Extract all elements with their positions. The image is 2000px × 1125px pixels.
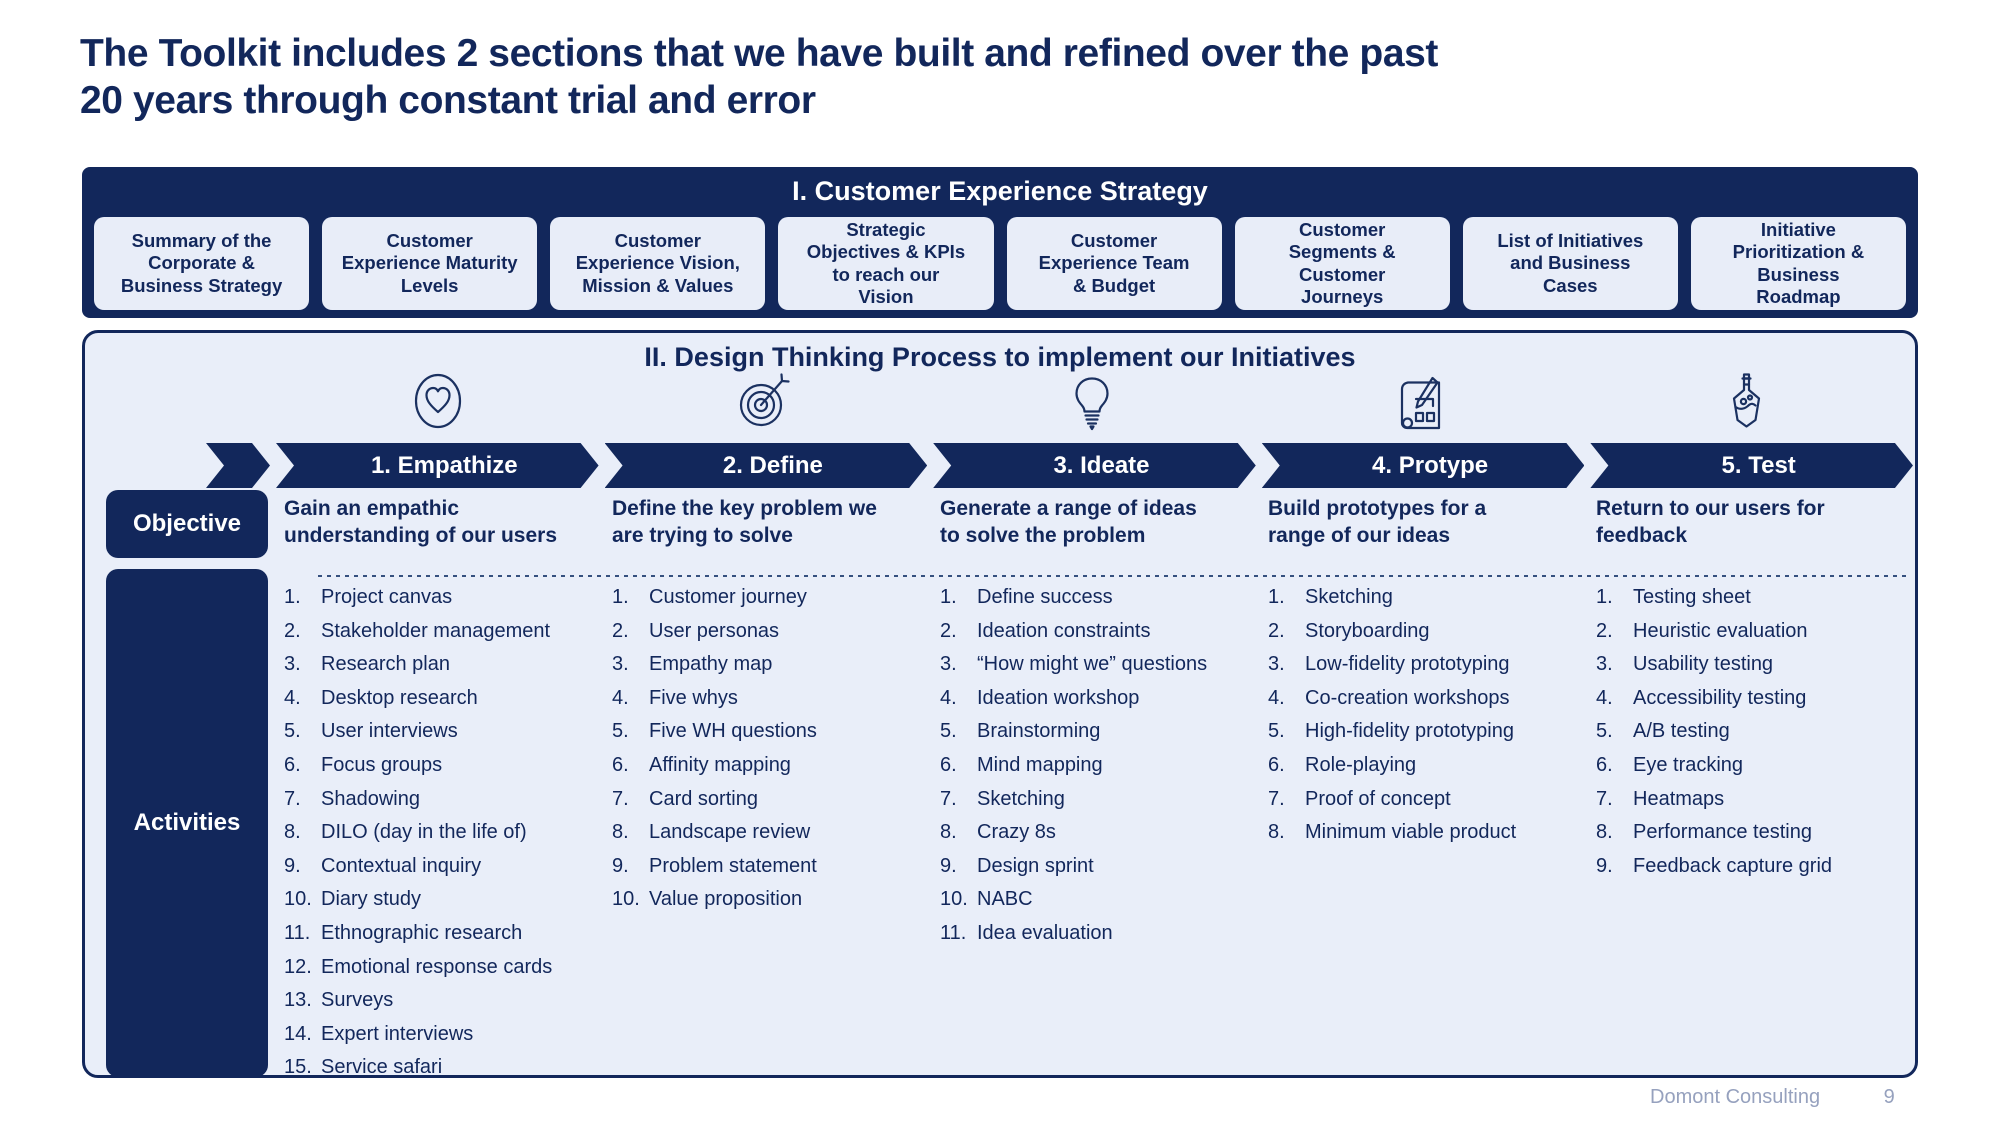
strategy-box-vision: Customer Experience Vision, Mission & Va… — [550, 217, 766, 310]
strategy-box-team: Customer Experience Team & Budget — [1006, 217, 1222, 310]
activity-item: 2.User personas — [612, 619, 780, 642]
activity-item: 6.Focus groups — [284, 753, 443, 776]
activity-item: 9.Design sprint — [940, 854, 1094, 877]
activity-item: 9.Contextual inquiry — [284, 854, 482, 877]
activity-item: 5.High-fidelity prototyping — [1268, 720, 1514, 743]
phase-band: 1. Empathize 2. Define 3. Ideate 4. Prot… — [206, 443, 1913, 488]
activity-item: 10.NABC — [940, 888, 1033, 911]
activity-item: 4.Ideation workshop — [940, 686, 1140, 709]
activity-item: 5.User interviews — [284, 720, 458, 743]
phase-protype: 4. Protype — [1262, 443, 1585, 488]
activity-item: 10.Diary study — [284, 888, 422, 911]
activity-item: 14.Expert interviews — [284, 1022, 474, 1045]
activities-empathize: 1.Project canvas 2.Stakeholder management… — [284, 581, 606, 1085]
phase-band-stub — [206, 443, 270, 488]
activity-item: 4.Desktop research — [284, 686, 478, 709]
activity-item: 13.Surveys — [284, 989, 394, 1012]
activity-item: 9.Problem statement — [612, 854, 817, 877]
activity-item: 7.Heatmaps — [1596, 787, 1725, 810]
activity-item: 5.Brainstorming — [940, 720, 1101, 743]
activities-row-label: Activities — [106, 569, 268, 1077]
activity-item: 7.Sketching — [940, 787, 1065, 810]
activity-item: 3.Empathy map — [612, 653, 773, 676]
lightbulb-icon — [1060, 369, 1124, 433]
activity-item: 5.A/B testing — [1596, 720, 1730, 743]
activity-item: 2.Ideation constraints — [940, 619, 1151, 642]
strategy-box-objectives: Strategic Objectives & KPIs to reach our… — [778, 217, 994, 310]
phase-define: 2. Define — [605, 443, 928, 488]
section2-header: II. Design Thinking Process to implement… — [644, 342, 1356, 372]
slide-footer: Domont Consulting 9 — [1650, 1086, 1895, 1109]
activity-item: 12.Emotional response cards — [284, 955, 553, 978]
title-line-2: 20 years through constant trial and erro… — [80, 79, 816, 122]
target-icon — [733, 369, 797, 433]
strategy-box-segments: Customer Segments & Customer Journeys — [1234, 217, 1450, 310]
flask-icon — [1714, 369, 1778, 433]
activity-item: 4.Five whys — [612, 686, 738, 709]
activities-ideate: 1.Define success 2.Ideation constraints 3.… — [940, 581, 1262, 951]
activity-item: 8.DILO (day in the life of) — [284, 821, 527, 844]
activity-item: 7.Card sorting — [612, 787, 758, 810]
objective-test: Return to our users for feedback — [1596, 497, 1825, 547]
activity-item: 8.Crazy 8s — [940, 821, 1056, 844]
activity-item: 7.Proof of concept — [1268, 787, 1451, 810]
activities-define: 1.Customer journey 2.User personas 3.Empat… — [612, 581, 934, 917]
activity-item: 8.Landscape review — [612, 821, 811, 844]
activity-item: 1.Customer journey — [612, 586, 807, 608]
objective-protype: Build prototypes for a range of our idea… — [1268, 497, 1487, 547]
activity-item: 3.Usability testing — [1596, 653, 1774, 676]
activity-item: 11.Idea evaluation — [940, 921, 1113, 944]
activity-item: 3.Research plan — [284, 653, 450, 676]
title-line-1: The Toolkit includes 2 sections that we … — [80, 32, 1438, 75]
activity-item: 2.Storyboarding — [1268, 619, 1430, 642]
objective-define: Define the key problem we are trying to … — [612, 497, 877, 547]
activity-item: 3.“How might we” questions — [940, 653, 1208, 676]
section-design-thinking-process: II. Design Thinking Process to implement… — [82, 330, 1918, 1078]
activity-item: 7.Shadowing — [284, 787, 420, 810]
activity-item: 4.Accessibility testing — [1596, 686, 1807, 709]
activity-item: 15.Service safari — [284, 1056, 443, 1079]
section1-boxes-row: Summary of the Corporate & Business Stra… — [94, 217, 1906, 310]
phase-test: 5. Test — [1590, 443, 1913, 488]
activity-item: 1.Define success — [940, 586, 1113, 608]
page-title: The Toolkit includes 2 sections that we … — [80, 30, 1438, 124]
footer-page-number: 9 — [1883, 1086, 1895, 1108]
section1-header: I. Customer Experience Strategy — [792, 176, 1208, 206]
activities-protype: 1.Sketching 2.Storyboarding 3.Low-fidelity… — [1268, 581, 1590, 850]
activity-item: 1.Project canvas — [284, 586, 453, 608]
blueprint-icon — [1387, 369, 1451, 433]
activity-item: 3.Low-fidelity prototyping — [1268, 653, 1510, 676]
activity-item: 6.Role-playing — [1268, 753, 1417, 776]
phase-empathize: 1. Empathize — [276, 443, 599, 488]
strategy-box-maturity: Customer Experience Maturity Levels — [322, 217, 538, 310]
activities-test: 1.Testing sheet 2.Heuristic evaluation 3.U… — [1596, 581, 1918, 883]
activity-item: 1.Sketching — [1268, 586, 1393, 608]
strategy-box-roadmap: Initiative Prioritization & Business Roa… — [1690, 217, 1906, 310]
activity-item: 6.Eye tracking — [1596, 753, 1744, 776]
objective-empathize: Gain an empathic understanding of our us… — [284, 497, 558, 547]
activity-item: 5.Five WH questions — [612, 720, 817, 743]
strategy-box-initiatives: List of Initiatives and Business Cases — [1462, 217, 1678, 310]
activity-item: 8.Minimum viable product — [1268, 821, 1517, 844]
activity-item: 9.Feedback capture grid — [1596, 854, 1833, 877]
dashed-divider — [318, 575, 1910, 577]
activity-item: 2.Stakeholder management — [284, 619, 551, 642]
objective-row-label: Objective — [106, 490, 268, 558]
strategy-box-summary: Summary of the Corporate & Business Stra… — [94, 217, 310, 310]
activity-item: 4.Co-creation workshops — [1268, 686, 1510, 709]
activity-item: 6.Affinity mapping — [612, 753, 791, 776]
activity-item: 2.Heuristic evaluation — [1596, 619, 1808, 642]
objective-ideate: Generate a range of ideas to solve the p… — [940, 497, 1197, 547]
activity-item: 6.Mind mapping — [940, 753, 1103, 776]
phase-ideate: 3. Ideate — [933, 443, 1256, 488]
activity-item: 11.Ethnographic research — [284, 921, 523, 944]
activity-item: 1.Testing sheet — [1596, 586, 1751, 608]
activity-item: 8.Performance testing — [1596, 821, 1812, 844]
heart-icon — [406, 369, 470, 433]
footer-company: Domont Consulting — [1650, 1086, 1821, 1108]
section-customer-experience-strategy: I. Customer Experience Strategy Summary … — [82, 167, 1918, 318]
activity-item: 10.Value proposition — [612, 888, 803, 911]
